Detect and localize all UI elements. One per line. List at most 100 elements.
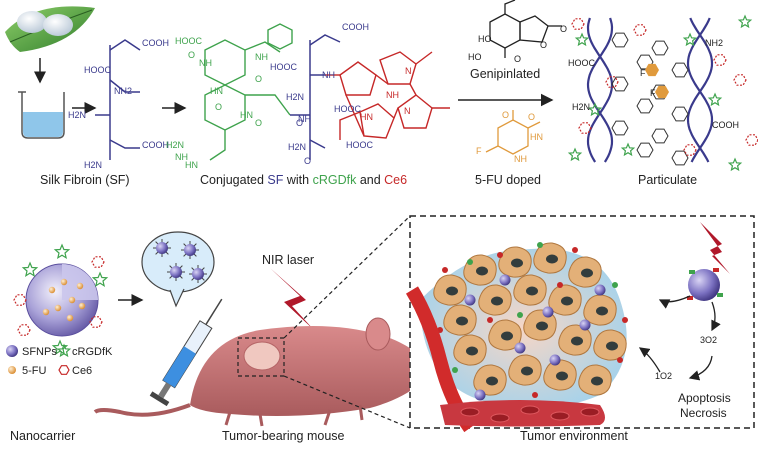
nanocarrier-fu-dot	[66, 314, 74, 322]
rgd-group-8: O	[255, 118, 262, 128]
tumor-agent-dot	[617, 357, 623, 363]
ce6-structure	[325, 51, 450, 140]
caption-conjugated: Conjugated SF with cRGDfk and Ce6	[200, 173, 407, 187]
rgd-group-9: H2N	[166, 140, 184, 150]
caption-tumor-environment: Tumor environment	[520, 429, 628, 443]
nanocarrier-rgd-star	[53, 243, 71, 259]
rgd-group-11: HN	[185, 160, 198, 170]
red-blood-cell	[490, 413, 510, 423]
conj-group-7: O	[304, 156, 311, 166]
rgd-group-4: O	[255, 74, 262, 84]
bubble-nanoparticle	[170, 266, 182, 278]
ce6-group-2: N	[404, 106, 411, 116]
tumor-cell-nucleus	[486, 376, 498, 386]
crosslink-hex	[671, 62, 689, 78]
caption-conjugated-rgd: cRGDfk	[313, 173, 358, 187]
red-blood-cell	[550, 411, 570, 421]
genipin-group-0: HO	[478, 34, 492, 44]
particle-network	[567, 14, 758, 172]
free-np-ligand	[687, 296, 693, 300]
tumor-laser-bolt	[700, 222, 730, 274]
tumor-mass	[420, 242, 628, 409]
particle-group-0: HOOC	[568, 58, 596, 68]
conj-group-0: COOH	[342, 22, 369, 32]
free-np-ligand	[689, 270, 695, 274]
particle-rgd-star	[567, 147, 583, 162]
rgd-group-3: NH	[255, 52, 268, 62]
tumor-cell-nucleus	[561, 296, 573, 306]
tumor-nanoparticle	[549, 354, 561, 366]
tumor-cell-nucleus	[521, 366, 533, 376]
caption-silk-fibroin: Silk Fibroin (SF)	[40, 173, 130, 187]
necrosis-label: Necrosis	[680, 406, 727, 420]
caption-tumor-bearing-mouse: Tumor-bearing mouse	[222, 429, 345, 443]
singlet-oxygen-label: 1O2	[655, 371, 672, 381]
particle-rgd-star	[727, 157, 743, 172]
sf-group-2: NH2	[114, 86, 132, 96]
tumor-cell-nucleus	[526, 286, 538, 296]
tumor-cell-nucleus	[466, 346, 478, 356]
rgd-group-2: NH	[199, 58, 212, 68]
legend-star-icon	[56, 343, 72, 358]
crosslink-hex	[611, 32, 629, 48]
ce6-group-3: HN	[360, 112, 373, 122]
legend-fu-label: 5-FU	[22, 365, 47, 377]
particle-ce6-hex	[633, 24, 647, 36]
particle-rgd-star	[737, 14, 753, 29]
sf-group-4: COOH	[142, 140, 169, 150]
tumor-cell-nucleus	[556, 371, 568, 381]
crosslink-hex	[636, 98, 654, 114]
rgd-group-6: O	[215, 102, 222, 112]
ce6-group-0: NH	[386, 90, 399, 100]
tumor-agent-dot	[537, 242, 543, 248]
fu-group-2: NH	[514, 154, 527, 164]
tumor-cell-nucleus	[536, 321, 548, 331]
sf-group-0: COOH	[142, 38, 169, 48]
nanocarrier-fu-dot	[54, 304, 62, 312]
caption-particulate: Particulate	[638, 173, 697, 187]
nanocarrier-illustration	[13, 243, 109, 355]
sf-structure	[95, 39, 141, 160]
rgd-group-5: HN	[210, 86, 223, 96]
nanocarrier-ce6-hex	[89, 316, 103, 328]
bubble-nanoparticle	[156, 242, 168, 254]
tumor-cell-nucleus	[476, 266, 488, 276]
arrow-np-to-triplet	[711, 301, 721, 332]
genipin-group-1: HO	[468, 52, 482, 62]
bubble-nanoparticle	[184, 244, 196, 256]
conj-group-2: NH	[322, 70, 335, 80]
helix-right-strand-a	[686, 17, 714, 163]
tumor-cell-nucleus	[511, 258, 523, 268]
nanocarrier-fu-dot	[76, 282, 84, 290]
conj-group-3: H2N	[286, 92, 304, 102]
particle-group-4: F	[640, 68, 646, 78]
caption-genipinlated: Genipinlated	[470, 67, 540, 81]
genipin-structure	[489, 0, 562, 58]
tumor-cell-nucleus	[501, 331, 513, 341]
particle-rgd-star	[682, 32, 698, 47]
tumor-agent-dot	[612, 282, 618, 288]
particle-ce6-hex	[683, 144, 697, 156]
tumor-agent-dot	[487, 317, 493, 323]
5fu-structure	[485, 110, 541, 155]
caption-nanocarrier: Nanocarrier	[10, 429, 75, 443]
tumor-cell-nucleus	[446, 286, 458, 296]
conj-group-5: NH	[298, 114, 311, 124]
particle-group-3: COOH	[712, 120, 739, 130]
legend-crgdfk-label: cRGDfK	[72, 346, 113, 358]
tumor-cell-nucleus	[491, 296, 503, 306]
crgdfk-structure	[204, 23, 293, 161]
apoptosis-label: Apoptosis	[678, 391, 731, 405]
free-np-ligand	[713, 268, 719, 272]
tumor-cell-nucleus	[581, 268, 593, 278]
red-blood-cell	[580, 407, 600, 417]
particle-rgd-star	[574, 32, 590, 47]
particle-rgd-star	[587, 102, 603, 117]
nanocarrier-ce6-hex	[91, 256, 105, 268]
fu-doped-hex	[645, 63, 659, 77]
nanocarrier-rgd-star	[21, 261, 39, 277]
crosslink-hex	[611, 120, 629, 136]
rgd-group-1: O	[188, 50, 195, 60]
legend-ce6-label: Ce6	[72, 365, 92, 377]
particle-ce6-hex	[605, 76, 619, 88]
